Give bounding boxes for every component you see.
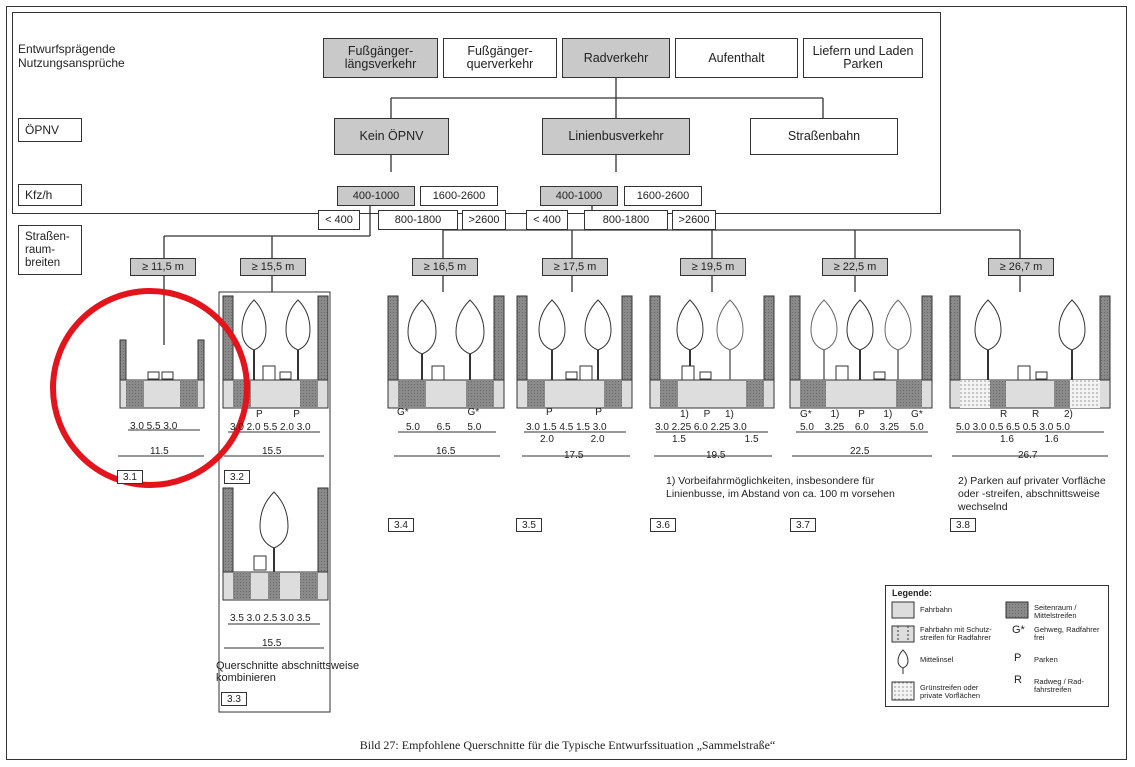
s38-total: 26.7: [1018, 450, 1038, 461]
section-3-1-drawing: [118, 339, 205, 457]
s34-total: 16.5: [436, 446, 456, 457]
kfz-left-1600-2600: 1600-2600: [420, 186, 498, 206]
legend-parken: Parken: [1034, 655, 1058, 664]
s36-total: 19.5: [706, 450, 726, 461]
legend-seitenraum: Seitenraum / Mittelstreifen: [1034, 603, 1077, 620]
s36-tags: 1) P 1): [680, 409, 734, 420]
legend-radweg: Radweg / Rad-fahrstreifen: [1034, 677, 1085, 694]
kfz-label: Kfz/h: [18, 184, 82, 206]
footnote-1: 1) Vorbeifahrmöglichkeiten, insbesondere…: [666, 475, 895, 500]
s31-dims: 3.0 5.5 3.0: [130, 421, 178, 432]
section-3-3-drawing: [222, 487, 329, 649]
section-3-5-drawing: [516, 295, 633, 457]
oepnv-label: ÖPNV: [18, 118, 82, 142]
legend-title: Legende:: [892, 588, 933, 598]
use-fuss-laengs: Fußgänger-längsverkehr: [323, 38, 438, 78]
highlight-circle: [50, 288, 250, 488]
kfz-right-gt2600: >2600: [672, 210, 716, 230]
s32-tags: P P: [256, 409, 300, 420]
oepnv-linienbus: Linienbusverkehr: [542, 118, 690, 155]
s35-dims: 3.0 1.5 4.5 1.5 3.0: [526, 422, 607, 433]
kfz-left-400-1000: 400-1000: [337, 186, 415, 206]
section-3-4-drawing: [387, 295, 505, 457]
width-17-5: ≥ 17,5 m: [542, 258, 608, 276]
width-22-5: ≥ 22,5 m: [822, 258, 888, 276]
s36-id: 3.6: [650, 518, 676, 532]
use-rad: Radverkehr: [562, 38, 670, 78]
s32-dims: 3.0 2.0 5.5 2.0 3.0: [230, 422, 311, 433]
width-19-5: ≥ 19,5 m: [680, 258, 746, 276]
s31-total: 11.5: [150, 446, 169, 457]
kfz-left-800-1800: 800-1800: [378, 210, 458, 230]
s34-tags: G* G*: [397, 407, 480, 418]
legend-gehweg-symbol: G*: [1012, 624, 1025, 636]
legend-parken-symbol: P: [1014, 652, 1022, 664]
s33-id: 3.3: [221, 692, 247, 706]
kfz-right-lt400: < 400: [526, 210, 568, 230]
kfz-right-1600-2600: 1600-2600: [624, 186, 702, 206]
s38-id: 3.8: [950, 518, 976, 532]
s38-dims: 5.0 3.0 0.5 6.5 0.5 3.0 5.0: [956, 422, 1070, 433]
s31-id: 3.1: [117, 470, 143, 484]
legend: Legende: Fahrbahn Seitenraum / Mittelstr…: [885, 585, 1109, 707]
legend-radweg-symbol: R: [1014, 674, 1022, 686]
figure-caption: Bild 27: Empfohlene Querschnitte für die…: [359, 738, 776, 752]
strassenraum-label: Straßen-raum-breiten: [18, 225, 82, 275]
legend-schutzstreifen: Fahrbahn mit Schutz-streifen für Radfahr…: [920, 625, 992, 642]
legend-gruen: Grünstreifen oder private Vorflächen: [920, 683, 981, 700]
kfz-right-400-1000: 400-1000: [540, 186, 618, 206]
legend-fahrbahn: Fahrbahn: [920, 605, 953, 614]
legend-swatches: [891, 601, 1029, 701]
s35-tags: P P: [546, 407, 602, 418]
kfz-left-lt400: < 400: [318, 210, 360, 230]
s36-dims: 3.0 2.25 6.0 2.25 3.0: [655, 422, 747, 433]
s37-total: 22.5: [850, 446, 870, 457]
s36-sub: 1.5 1.5: [672, 434, 759, 445]
width-15-5: ≥ 15,5 m: [240, 258, 306, 276]
kfz-right-800-1800: 800-1800: [584, 210, 668, 230]
use-fuss-quer: Fußgänger-querverkehr: [443, 38, 557, 78]
s34-id: 3.4: [388, 518, 414, 532]
oepnv-strassenbahn: Straßenbahn: [750, 118, 898, 155]
s34-dims: 5.0 6.5 5.0: [406, 422, 482, 433]
s33-note: Querschnitte abschnittsweise kombinieren: [216, 660, 360, 684]
s35-id: 3.5: [516, 518, 542, 532]
section-3-8-drawing: [949, 295, 1111, 457]
section-3-2-drawing: [218, 291, 331, 713]
s35-total: 17.5: [564, 450, 584, 461]
width-26-7: ≥ 26,7 m: [988, 258, 1054, 276]
s37-tags: G* 1) P 1) G*: [800, 409, 923, 420]
s38-tags: R R 2): [1000, 409, 1073, 420]
oepnv-kein: Kein ÖPNV: [334, 118, 449, 155]
s37-dims: 5.0 3.25 6.0 3.25 5.0: [800, 422, 924, 433]
width-11-5: ≥ 11,5 m: [130, 258, 196, 276]
s33-dims: 3.5 3.0 2.5 3.0 3.5: [230, 613, 311, 624]
width-16-5: ≥ 16,5 m: [412, 258, 478, 276]
use-aufenthalt: Aufenthalt: [675, 38, 798, 78]
s33-total: 15.5: [262, 638, 282, 649]
s32-total: 15.5: [262, 446, 282, 457]
legend-mittelinsel: Mittelinsel: [920, 655, 954, 664]
section-3-6-drawing: [649, 295, 775, 457]
s38-sub: 1.6 1.6: [1000, 434, 1059, 445]
section-3-7-drawing: [789, 295, 933, 457]
page-frame: [6, 6, 1127, 760]
kfz-left-gt2600: >2600: [462, 210, 506, 230]
s35-sub: 2.0 2.0: [540, 434, 605, 445]
s32-id: 3.2: [224, 470, 250, 484]
usage-label: Entwurfsprägende Nutzungsansprüche: [18, 42, 125, 70]
legend-gehweg: Gehweg, Radfahrer frei: [1034, 625, 1100, 642]
use-liefern: Liefern und Laden Parken: [803, 38, 923, 78]
footnote-2: 2) Parken auf privater Vorfläche oder -s…: [958, 475, 1106, 513]
s37-id: 3.7: [790, 518, 816, 532]
